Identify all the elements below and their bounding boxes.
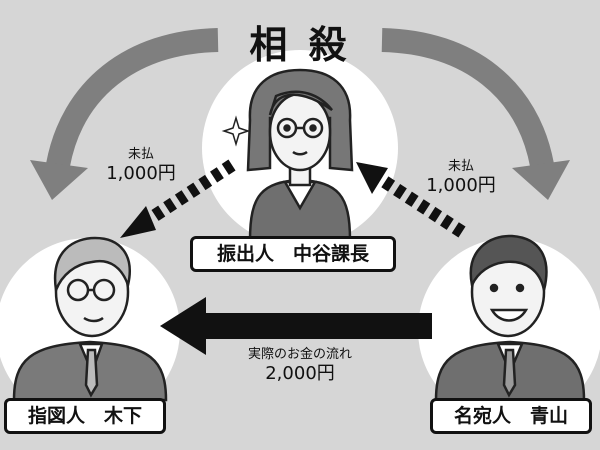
right-debt-amount: 1,000円 (426, 175, 496, 196)
money-flow-label: 実際のお金の流れ (247, 347, 352, 362)
dotted-arrow-left (144, 159, 236, 226)
dotted-arrow-right (378, 174, 466, 238)
money-arrow-shaft (200, 313, 432, 339)
curved-arrow-left-head (30, 160, 88, 200)
center-person-label: 振出人 中谷課長 (190, 236, 396, 272)
curved-arrow-right (381, 28, 554, 168)
curved-arrow-left (46, 28, 219, 168)
diagram-title: 相 殺 (249, 23, 351, 67)
right-debt-label: 未払 (447, 159, 474, 174)
right-person-label: 名宛人 青山 (430, 398, 592, 434)
person-center-figure (246, 68, 354, 242)
right-debt-note: 未払 1,000円 (416, 158, 506, 196)
dotted-arrow-right-head (356, 162, 388, 194)
left-person-label: 指図人 木下 (4, 398, 166, 434)
person-right-figure (434, 234, 586, 402)
money-flow-note: 実際のお金の流れ 2,000円 (222, 346, 378, 384)
money-flow-amount: 2,000円 (265, 363, 335, 384)
sparkle-icon (221, 115, 251, 147)
left-debt-note: 未払 1,000円 (96, 146, 186, 184)
curved-arrow-right-head (512, 160, 570, 200)
person-left-figure (12, 236, 168, 402)
left-debt-amount: 1,000円 (106, 163, 176, 184)
money-arrow-head (160, 297, 206, 355)
dotted-arrow-left-head (120, 206, 156, 238)
left-debt-label: 未払 (127, 147, 154, 162)
